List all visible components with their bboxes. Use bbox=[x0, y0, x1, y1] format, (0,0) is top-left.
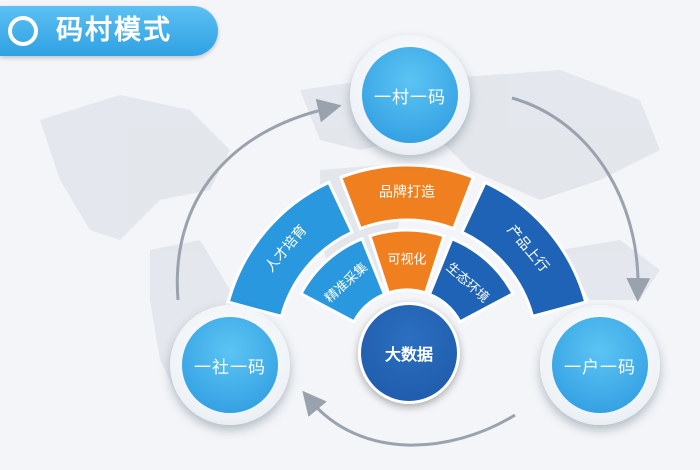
node-label-top: 一村一码 bbox=[374, 87, 446, 108]
node-cooperative-code: 一社一码 bbox=[170, 305, 290, 425]
page-title: 码村模式 bbox=[56, 15, 172, 46]
node-village-code: 一村一码 bbox=[350, 35, 470, 155]
outer-segment bbox=[338, 163, 476, 231]
center-label: 大数据 bbox=[384, 345, 433, 364]
center-big-data: 大数据 bbox=[358, 302, 460, 404]
inner-segment bbox=[299, 236, 387, 324]
node-household-code: 一户一码 bbox=[540, 305, 660, 425]
inner-segment bbox=[368, 228, 446, 295]
arc-left-to-top bbox=[175, 98, 342, 301]
outer-segment bbox=[226, 180, 355, 319]
inner-segment-label: 可视化 bbox=[387, 253, 426, 268]
node-label-right: 一户一码 bbox=[564, 357, 636, 378]
node-label-left: 一社一码 bbox=[194, 357, 266, 378]
outer-segment bbox=[459, 180, 588, 319]
title-bar: 码村模式 bbox=[0, 6, 218, 56]
circle-icon bbox=[8, 16, 38, 46]
arc-top-to-right bbox=[511, 96, 651, 302]
arc-right-to-left bbox=[302, 390, 516, 447]
outer-segment-label: 品牌打造 bbox=[379, 184, 435, 201]
inner-segment bbox=[427, 236, 515, 324]
